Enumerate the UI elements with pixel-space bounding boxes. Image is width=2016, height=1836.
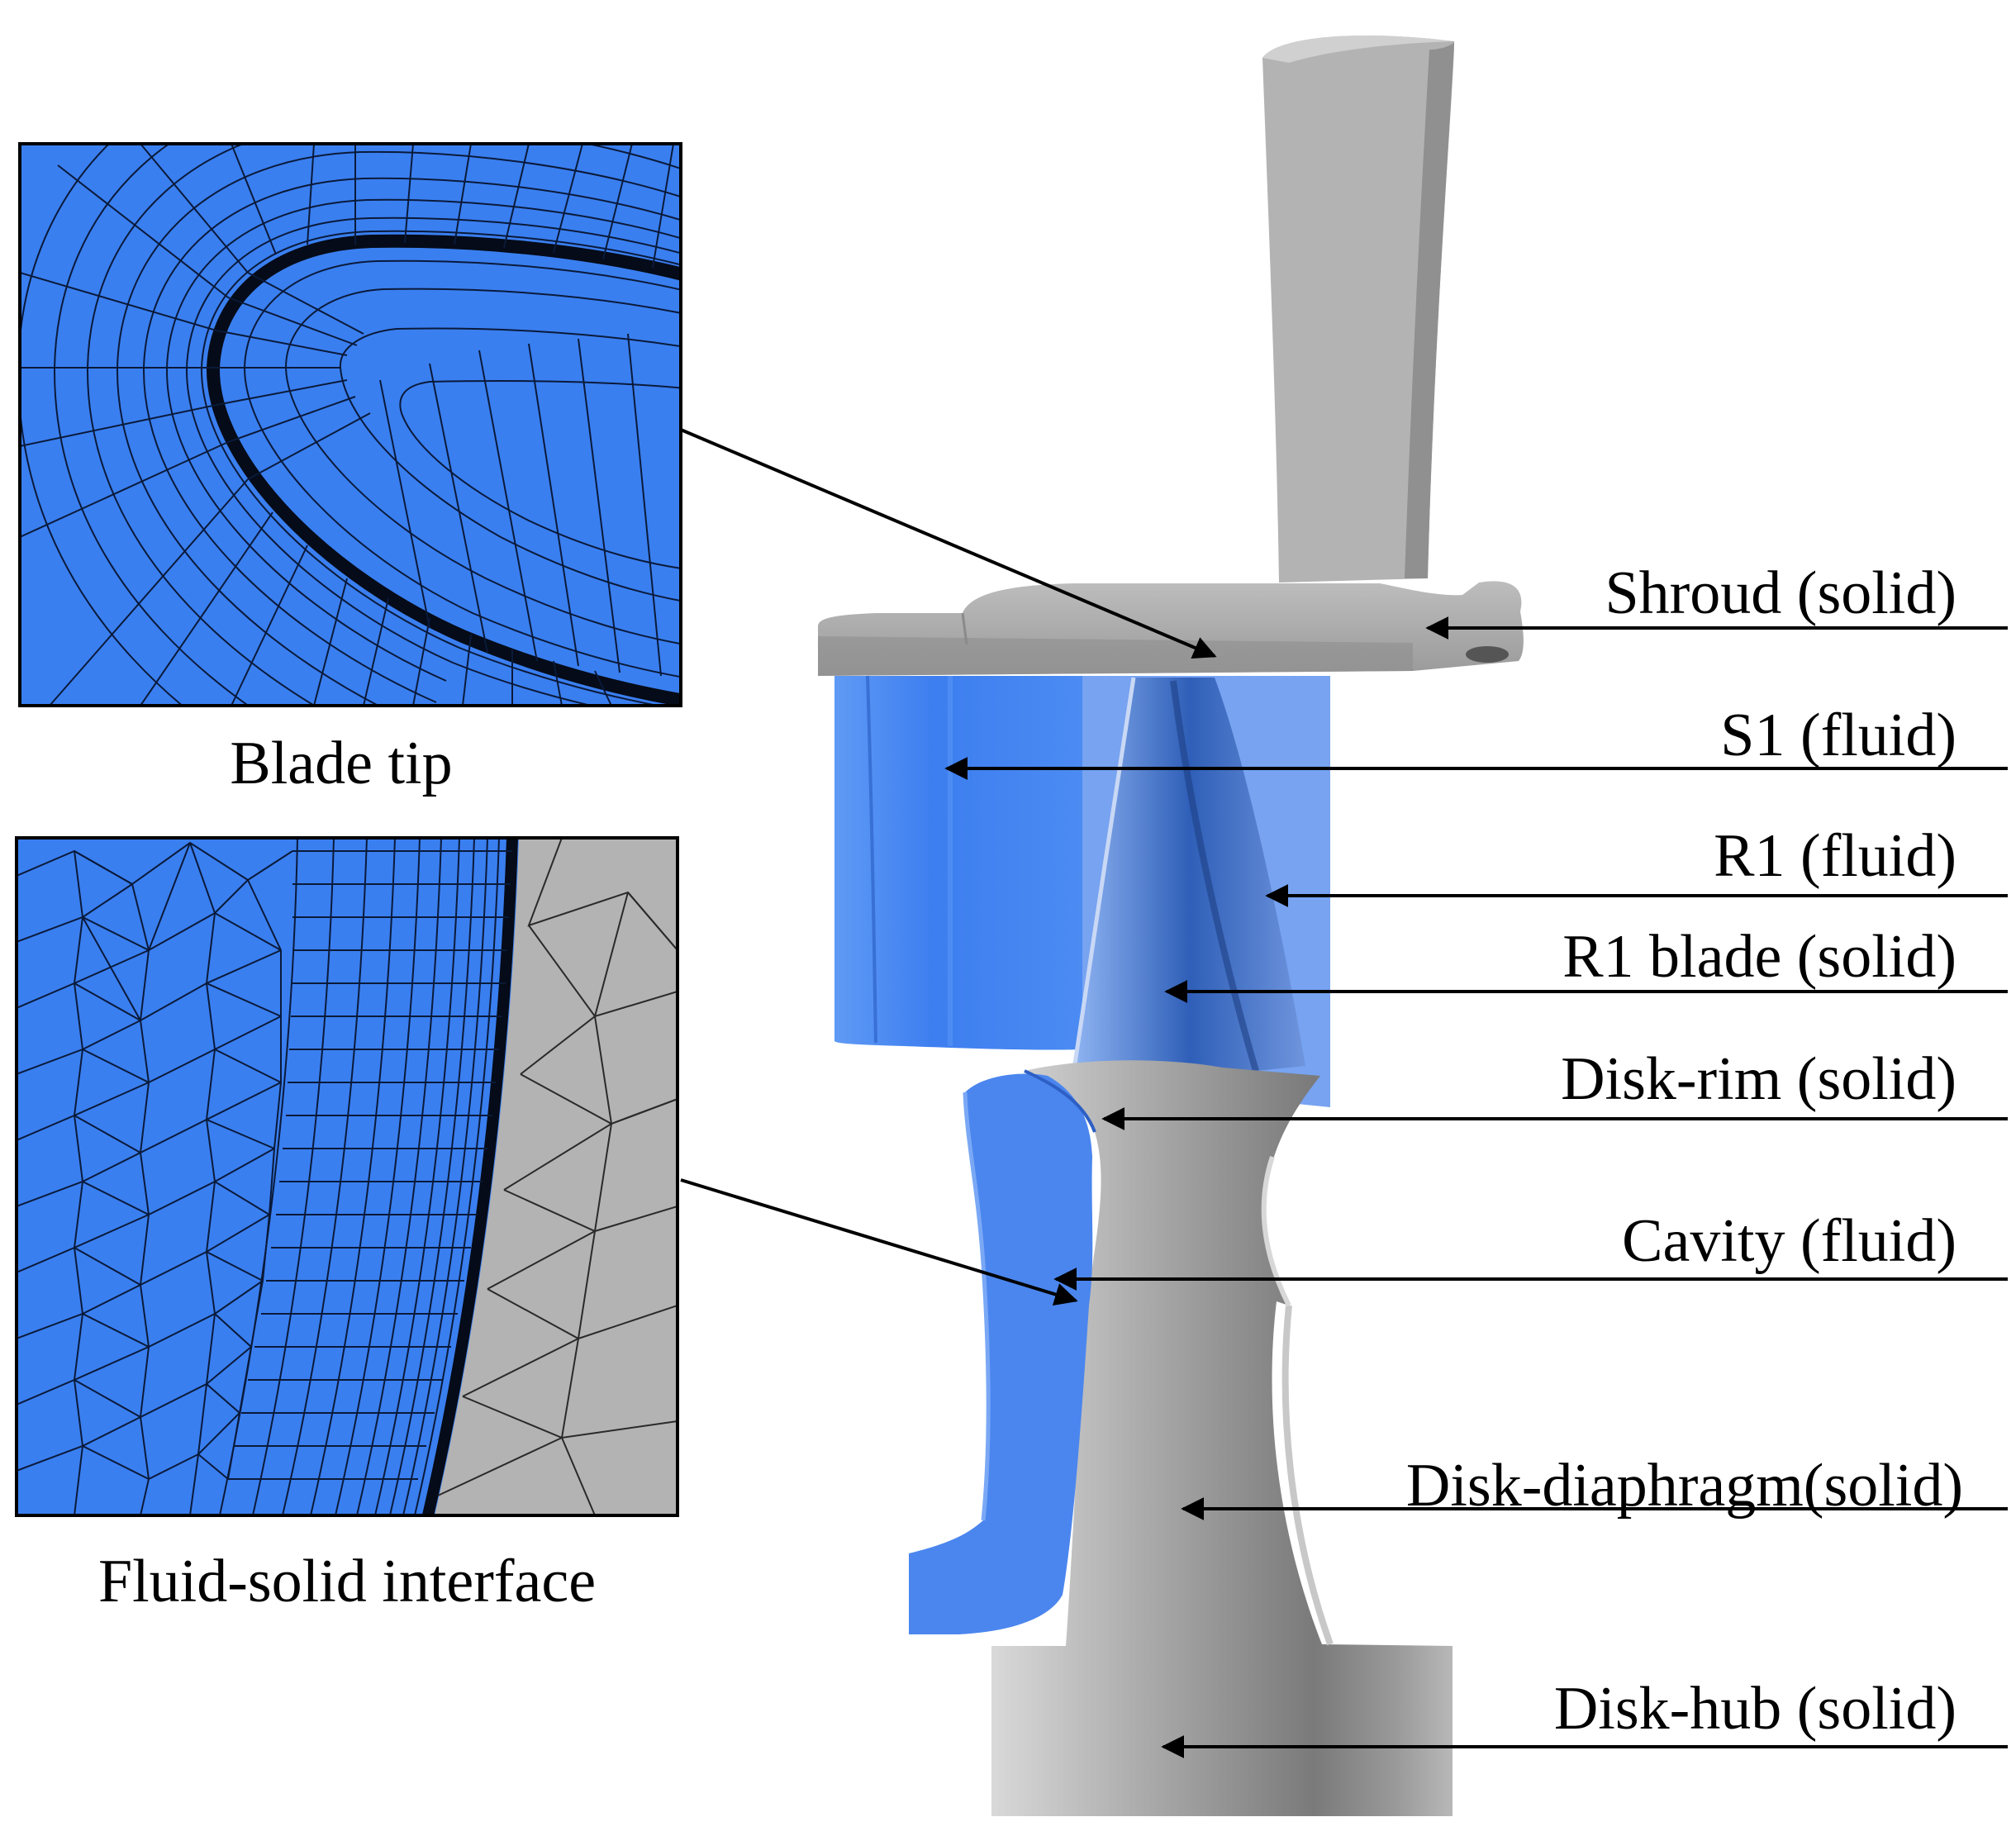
component-labels: Shroud (solid) S1 (fluid) R1 (fluid) R1 … xyxy=(944,559,2008,1758)
shroud-stem xyxy=(1262,35,1454,583)
blade-tip-inset: Blade tip xyxy=(18,142,682,797)
inset-connectors xyxy=(680,428,1217,1306)
label-shroud: Shroud (solid) xyxy=(1605,559,1957,627)
label-r1-blade: R1 blade (solid) xyxy=(1562,923,1957,991)
label-disk-hub: Disk-hub (solid) xyxy=(1554,1675,1957,1743)
label-r1: R1 (fluid) xyxy=(1714,822,1957,890)
fluid-solid-interface-inset: Fluid-solid interface xyxy=(15,836,679,1615)
label-disk-rim: Disk-rim (solid) xyxy=(1561,1045,1957,1113)
blade-tip-caption: Blade tip xyxy=(230,730,452,797)
r1-blade xyxy=(1074,678,1305,1074)
turbine-section-model xyxy=(818,35,1524,1816)
disk-body xyxy=(991,1060,1453,1816)
label-cavity: Cavity (fluid) xyxy=(1622,1207,1957,1275)
label-s1: S1 (fluid) xyxy=(1720,702,1957,769)
fluid-solid-caption: Fluid-solid interface xyxy=(98,1548,596,1615)
cavity-fluid-domain xyxy=(909,1073,1093,1634)
